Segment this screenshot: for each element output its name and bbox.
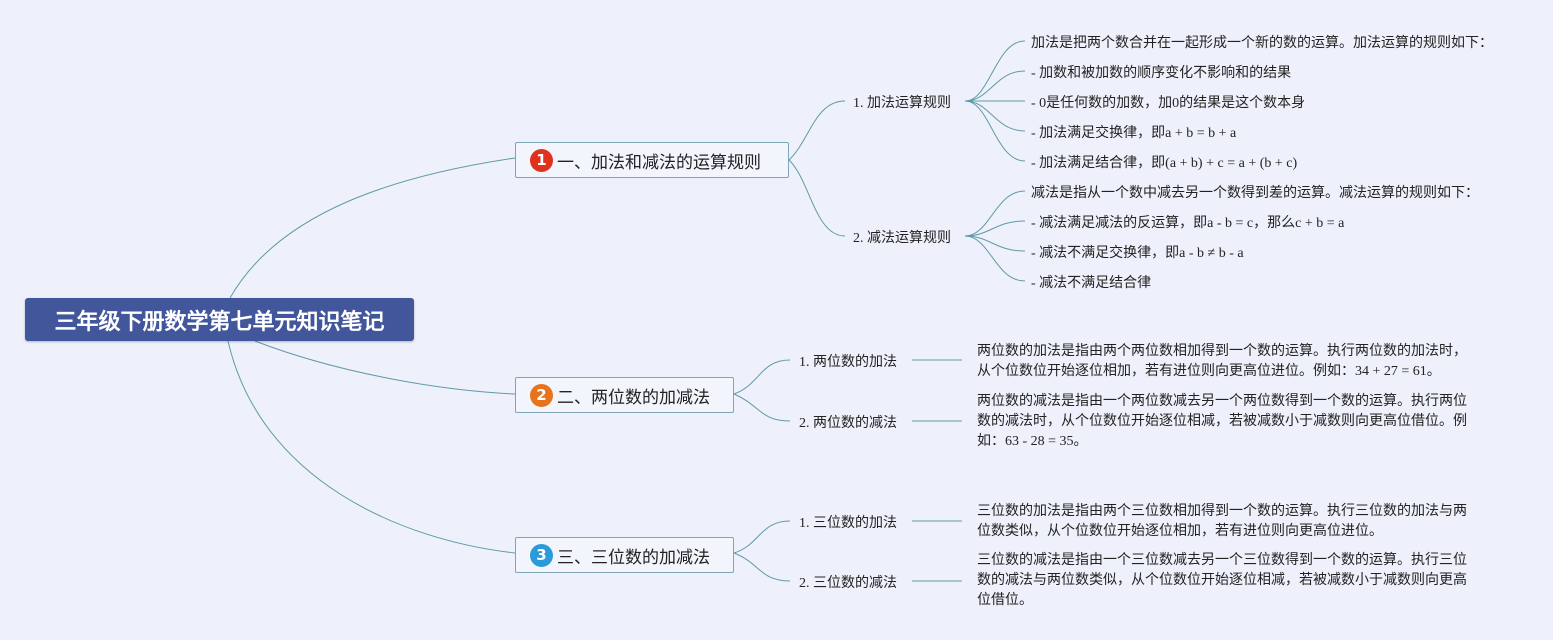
connector-b1s2-leaf2 (964, 220, 1026, 237)
connector-b1s2-leaf3 (964, 235, 1026, 252)
subtopic-three-digit-addition[interactable]: 1. 三位数的加法 (799, 516, 897, 531)
connector-root-branch-2 (254, 340, 516, 395)
subtopic-two-digit-subtraction[interactable]: 2. 两位数的减法 (799, 416, 897, 431)
number-badge-icon: 3 (530, 543, 553, 567)
leaf-addition-definition[interactable]: 加法是把两个数合并在一起形成一个新的数的运算。加法运算的规则如下： (1031, 36, 1493, 51)
leaf-addition-rule-4[interactable]: - 加法满足结合律，即(a + b) + c = a + (b + c) (1031, 156, 1298, 171)
text-three-digit-subtraction[interactable]: 三位数的减法是指由一个三位数减去另一个三位数得到一个数的运算。执行三位数的减法与… (977, 553, 1467, 608)
number-badge-icon: 1 (530, 148, 553, 172)
connector-b1s2-leaf4 (964, 235, 1026, 282)
branch-2-topic[interactable]: 2 二、两位数的加减法 (515, 377, 734, 413)
text-two-digit-subtraction[interactable]: 两位数的减法是指由一个两位数减去另一个两位数得到一个数的运算。执行两位数的减法时… (977, 394, 1467, 449)
leaf-subtraction-definition[interactable]: 减法是指从一个数中减去另一个数得到差的运算。减法运算的规则如下： (1031, 186, 1479, 201)
connector-b1s1-leaf1 (964, 40, 1026, 102)
leaf-subtraction-rule-2[interactable]: - 减法不满足交换律，即a - b ≠ b - a (1031, 246, 1244, 261)
number-badge-icon: 2 (530, 383, 553, 407)
connector-b1s1-leaf5 (964, 100, 1026, 162)
leaf-subtraction-rule-3[interactable]: - 减法不满足结合律 (1031, 276, 1152, 291)
branch-1-topic[interactable]: 1 一、加法和减法的运算规则 (515, 142, 789, 178)
connector-b1s2-leaf1 (964, 190, 1026, 237)
connector-b3-sub2 (733, 552, 791, 582)
connector-b2-sub1 (733, 359, 791, 395)
leaf-addition-rule-1[interactable]: - 加数和被加数的顺序变化不影响和的结果 (1031, 66, 1292, 81)
connector-root-branch-3 (227, 340, 516, 554)
connector-b1s1-leaf2 (964, 70, 1026, 102)
branch-3-topic[interactable]: 3 三、三位数的加减法 (515, 537, 734, 573)
subtopic-addition-rules[interactable]: 1. 加法运算规则 (853, 96, 951, 111)
subtopic-subtraction-rules[interactable]: 2. 减法运算规则 (853, 231, 951, 246)
text-three-digit-addition[interactable]: 三位数的加法是指由两个三位数相加得到一个数的运算。执行三位数的加法与两位数类似，… (977, 504, 1467, 539)
connector-b2-sub2 (733, 393, 791, 422)
leaf-subtraction-rule-1[interactable]: - 减法满足减法的反运算，即a - b = c，那么c + b = a (1031, 216, 1345, 231)
branch-1-title: 一、加法和减法的运算规则 (557, 152, 761, 173)
leaf-addition-rule-3[interactable]: - 加法满足交换律，即a + b = b + a (1031, 126, 1237, 141)
connector-b1-sub1 (788, 100, 846, 161)
branch-2-title: 二、两位数的加减法 (557, 387, 710, 408)
root-topic[interactable]: 三年级下册数学第七单元知识笔记 (25, 298, 414, 341)
connector-b1s1-leaf4 (964, 100, 1026, 132)
leaf-addition-rule-2[interactable]: - 0是任何数的加数，加0的结果是这个数本身 (1031, 96, 1306, 111)
connector-b3-sub1 (733, 520, 791, 554)
text-two-digit-addition[interactable]: 两位数的加法是指由两个两位数相加得到一个数的运算。执行两位数的加法时，从个位数位… (977, 344, 1467, 379)
connector-root-branch-1 (229, 157, 516, 299)
subtopic-two-digit-addition[interactable]: 1. 两位数的加法 (799, 355, 897, 370)
subtopic-three-digit-subtraction[interactable]: 2. 三位数的减法 (799, 576, 897, 591)
connector-b1-sub2 (788, 159, 846, 237)
branch-3-title: 三、三位数的加减法 (557, 547, 710, 568)
